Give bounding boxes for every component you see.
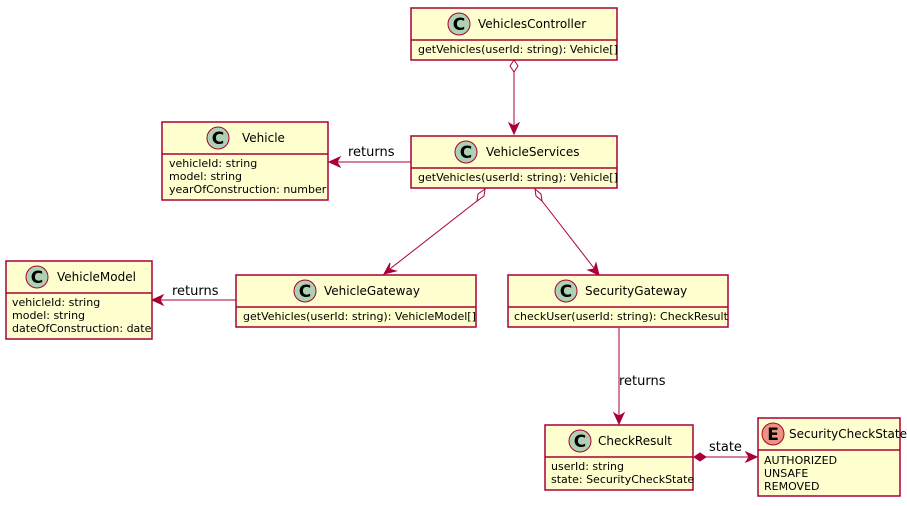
class-name: SecurityGateway [585,284,687,298]
badge-letter: C [212,129,224,149]
arrow-head [507,121,521,136]
class-badge-icon [554,279,578,303]
class-member: checkUser(userId: string): CheckResult [514,310,729,323]
arrow-head [612,411,626,426]
edge-label-returns: returns [348,145,395,160]
edge-services-vehiclegateway [383,187,486,275]
arrow-head [383,262,398,275]
class-vehicle-gateway: C VehicleGateway getVehicles(userId: str… [235,274,477,328]
edge-vehiclegateway-vehiclemodel: returns [150,284,236,307]
class-member: yearOfConstruction: number [169,183,327,196]
class-name: VehicleModel [57,270,136,284]
enum-constant: REMOVED [764,480,820,493]
edge-label-state: state [709,440,742,455]
edge-label-returns: returns [172,284,219,299]
enum-security-check-state: E SecurityCheckState AUTHORIZED UNSAFE R… [757,417,907,497]
class-name: VehicleServices [486,145,580,159]
class-badge-icon [447,12,471,36]
aggregation-diamond [534,187,543,203]
aggregation-diamond [476,187,486,203]
aggregation-diamond [509,59,519,73]
class-security-gateway: C SecurityGateway checkUser(userId: stri… [507,274,729,328]
arrow-head [744,450,759,464]
class-member: vehicleId: string [12,296,100,309]
class-badge-icon [25,265,49,289]
class-vehicle: C Vehicle vehicleId: string model: strin… [161,121,329,201]
composition-diamond [693,452,707,462]
badge-letter: C [299,282,311,302]
badge-letter: C [560,282,572,302]
class-vehicles-controller: C VehiclesController getVehicles(userId:… [410,7,618,61]
class-check-result: C CheckResult userId: string state: Secu… [544,424,694,491]
edge-checkresult-securitycheckstate: state [693,440,759,464]
class-name: Vehicle [242,131,285,145]
class-badge-icon [568,429,592,453]
badge-letter: C [31,268,43,288]
class-member: getVehicles(userId: string): VehicleMode… [243,310,476,323]
edge-controller-services [507,59,521,136]
class-member: dateOfConstruction: date [12,322,152,335]
class-badge-icon [206,126,230,150]
badge-letter: E [767,425,779,445]
class-badge-icon [293,279,317,303]
arrow-head [586,261,600,276]
class-member: getVehicles(userId: string): Vehicle[] [418,171,618,184]
class-member: vehicleId: string [169,157,257,170]
arrow-head [150,293,165,307]
class-vehicle-model: C VehicleModel vehicleId: string model: … [5,260,153,340]
class-member: userId: string [551,460,624,473]
class-name: VehiclesController [478,17,586,31]
arrow-head [327,155,342,169]
edge-securitygateway-checkresult: returns [612,328,666,426]
class-vehicle-services: C VehicleServices getVehicles(userId: st… [410,135,618,189]
enum-constant: UNSAFE [764,467,808,480]
edge-services-securitygateway [534,187,600,276]
enum-badge-icon [761,422,785,446]
class-name: VehicleGateway [324,284,420,298]
enum-constant: AUTHORIZED [764,454,837,467]
badge-letter: C [453,15,465,35]
edge-label-returns: returns [619,374,666,389]
class-member: model: string [169,170,242,183]
class-member: model: string [12,309,85,322]
class-badge-icon [454,140,478,164]
class-member: getVehicles(userId: string): Vehicle[] [418,43,618,56]
class-member: state: SecurityCheckState [551,473,694,486]
class-name: SecurityCheckState [789,427,907,441]
class-name: CheckResult [598,434,672,448]
badge-letter: C [460,143,472,163]
badge-letter: C [574,432,586,452]
edge-services-vehicle: returns [327,145,411,169]
